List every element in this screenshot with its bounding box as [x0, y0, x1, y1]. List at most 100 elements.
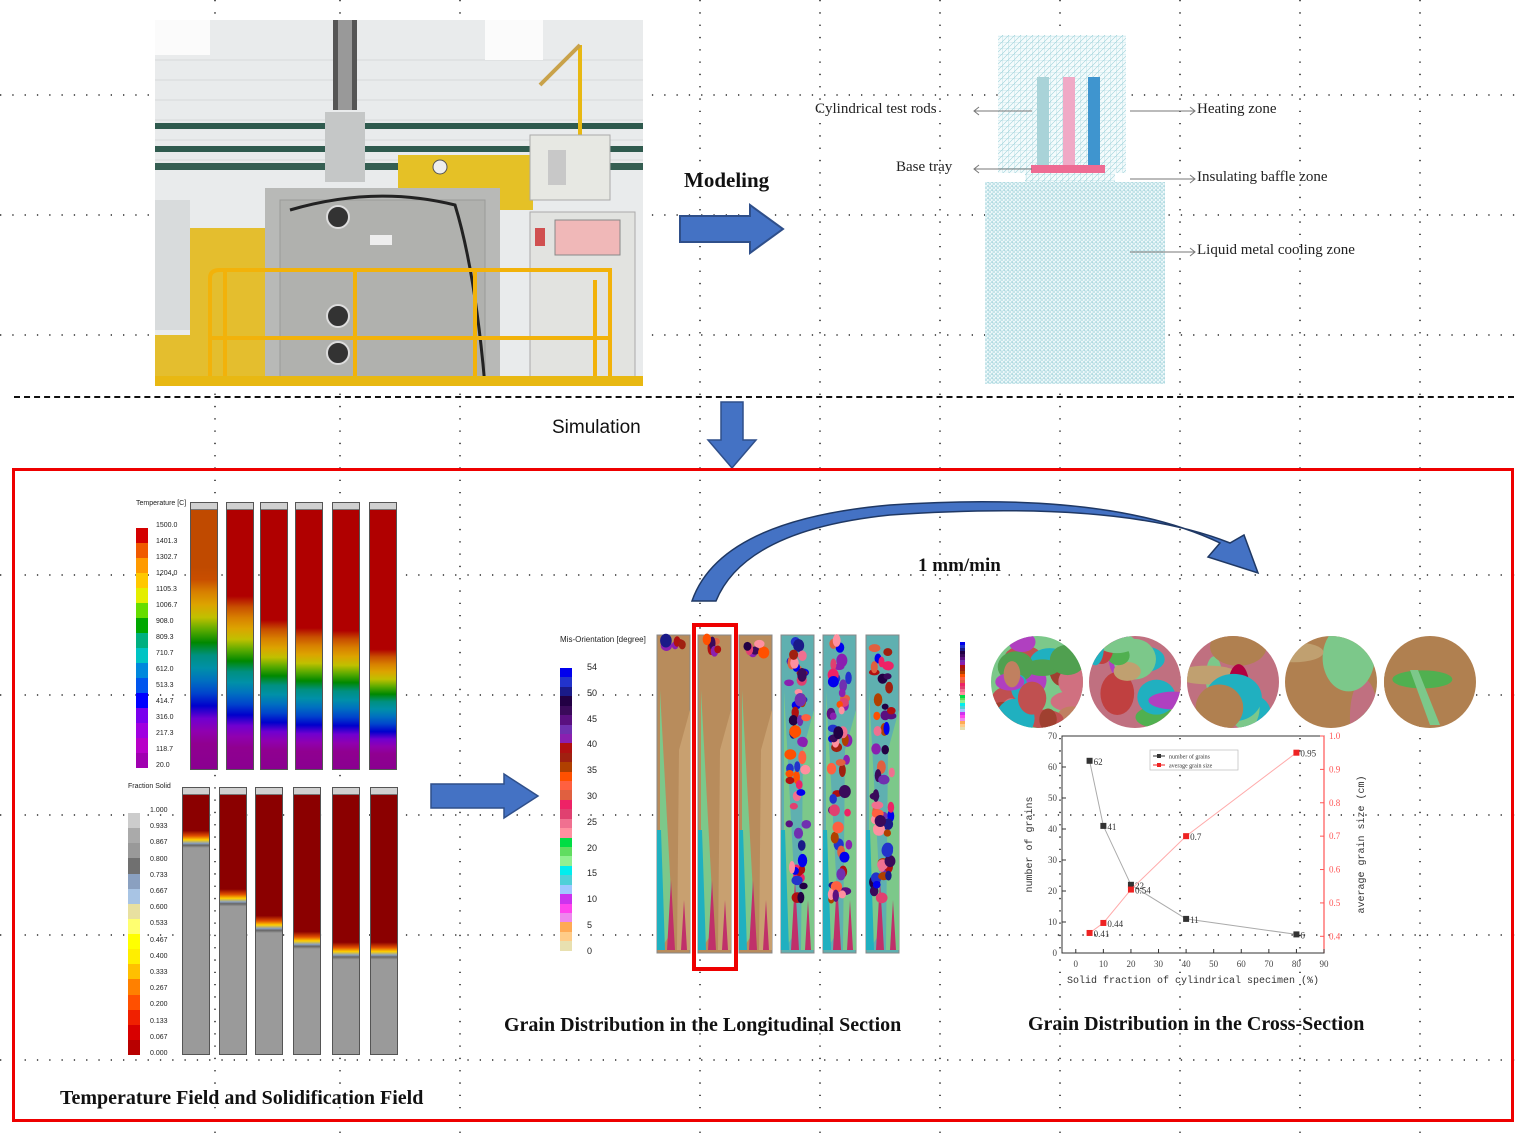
data-point-1 [1086, 929, 1093, 936]
fraction-solid-tick: 0.800 [150, 855, 168, 863]
legend-label: average grain size [1169, 764, 1213, 770]
temperature-tick: 1302.7 [156, 554, 178, 561]
temperature-swatch [136, 543, 148, 558]
fraction-solid-swatch [128, 979, 140, 995]
misorientation-swatch [560, 771, 572, 782]
cross-section-circle [1187, 636, 1279, 728]
temperature-rod [332, 502, 360, 770]
fraction-solid-tick: 0.933 [150, 823, 168, 831]
cross-section-swatch [960, 653, 965, 657]
modeling-label: Modeling [684, 168, 770, 192]
cross-section-circle [1285, 636, 1377, 728]
fraction-solid-tick: 1.000 [150, 807, 168, 814]
temperature-swatch [136, 723, 148, 738]
simulation-arrow-icon [706, 401, 758, 470]
temperature-tick: 1500.0 [156, 522, 178, 529]
fraction-solid-rod [370, 787, 398, 1055]
longitudinal-rod [738, 634, 773, 954]
rod-cap [183, 788, 209, 795]
cross-section-swatch [960, 723, 965, 727]
legend-marker [1157, 754, 1161, 758]
rod-cap [294, 788, 320, 795]
rod-cap [370, 503, 396, 510]
fraction-solid-rod [219, 787, 247, 1055]
data-point-0 [1293, 931, 1300, 938]
misorientation-swatch [560, 752, 572, 763]
data-label-1: 0.7 [1190, 832, 1202, 842]
x-tick-label: 90 [1320, 959, 1330, 969]
caption-longitudinal: Grain Distribution in the Longitudinal S… [504, 1014, 902, 1036]
y2-tick-label: 0.7 [1329, 831, 1341, 841]
fraction-solid-tick: 0.867 [150, 839, 168, 847]
furnace-photo [155, 20, 643, 386]
fraction-solid-swatch [128, 918, 140, 934]
y-tick-label: 40 [1048, 824, 1058, 834]
misorientation-swatch [560, 865, 572, 876]
misorientation-swatch [560, 856, 572, 866]
misorientation-swatch [560, 696, 572, 706]
misorientation-swatch [560, 668, 572, 678]
rate-label: 1 mm/min [918, 555, 1001, 576]
fraction-solid-rod [255, 787, 283, 1055]
fraction-solid-tick: 0.667 [150, 888, 168, 895]
misorientation-swatch [560, 724, 572, 734]
misorientation-swatch [560, 912, 572, 923]
rod-cap [333, 503, 359, 510]
fraction-solid-rod [332, 787, 360, 1055]
annotation-liquid-metal-cooling-zone: Liquid metal cooling zone [1197, 242, 1355, 258]
temperature-swatch [136, 648, 148, 663]
misorientation-swatch [560, 705, 572, 716]
temperature-tick: 1401.3 [156, 538, 178, 545]
fraction-solid-tick: 0.467 [150, 936, 168, 944]
longitudinal-rod [780, 634, 815, 954]
temperature-tick: 1204.0 [156, 570, 178, 577]
misorientation-swatch [560, 686, 572, 697]
temperature-swatch [136, 693, 148, 708]
longitudinal-rod [822, 634, 857, 954]
data-label-0: 22 [1135, 881, 1144, 891]
y-tick-label: 0 [1053, 948, 1058, 958]
x-axis-label: Solid fraction of cylindrical specimen (… [1067, 975, 1319, 987]
y2-tick-label: 0.9 [1329, 764, 1341, 774]
rod-cap [220, 788, 246, 795]
temperature-swatch [136, 708, 148, 723]
misorientation-colorbar [560, 668, 572, 951]
x-tick-label: 50 [1209, 959, 1219, 969]
x-tick-label: 10 [1099, 959, 1109, 969]
cross-section-swatch [960, 682, 965, 686]
misorientation-tick: 20 [587, 842, 598, 853]
temperature-tick: 316.0 [156, 714, 174, 721]
series-line-0 [1089, 760, 1297, 935]
misorientation-swatch [560, 922, 572, 932]
misorientation-swatch [560, 884, 572, 895]
misorientation-swatch [560, 837, 572, 848]
data-label-1: 0.54 [1135, 886, 1151, 896]
x-tick-label: 30 [1154, 959, 1164, 969]
rod-cap [227, 503, 253, 510]
temperature-swatch [136, 663, 148, 678]
fraction-solid-swatch [128, 1039, 140, 1055]
misorientation-swatch [560, 715, 572, 725]
temperature-tick: 513.3 [156, 682, 174, 689]
cross-section-circle [1384, 636, 1476, 728]
data-point-1 [1127, 886, 1134, 893]
fraction-solid-colorbar [128, 813, 140, 1055]
data-label-0: 41 [1107, 822, 1116, 832]
temperature-rod [190, 502, 218, 770]
temperature-colorbar [136, 528, 148, 768]
x-tick-label: 70 [1264, 959, 1274, 969]
temperature-tick: 118.7 [156, 746, 173, 753]
misorientation-tick: 10 [587, 894, 598, 905]
misorientation-swatch [560, 790, 572, 800]
caption-temperature-solidification: Temperature Field and Solidification Fie… [60, 1087, 424, 1109]
y-tick-label: 70 [1048, 731, 1058, 741]
misorientation-tick: 15 [587, 868, 598, 879]
cross-section-legend [960, 634, 990, 734]
annotation-leader-lines [973, 106, 1196, 257]
fraction-solid-swatch [128, 1009, 140, 1025]
cross-section-swatch [960, 691, 965, 695]
data-label-0: 11 [1190, 915, 1199, 925]
legend-label: number of grains [1169, 754, 1211, 761]
fraction-solid-tick: 0.067 [150, 1033, 168, 1041]
